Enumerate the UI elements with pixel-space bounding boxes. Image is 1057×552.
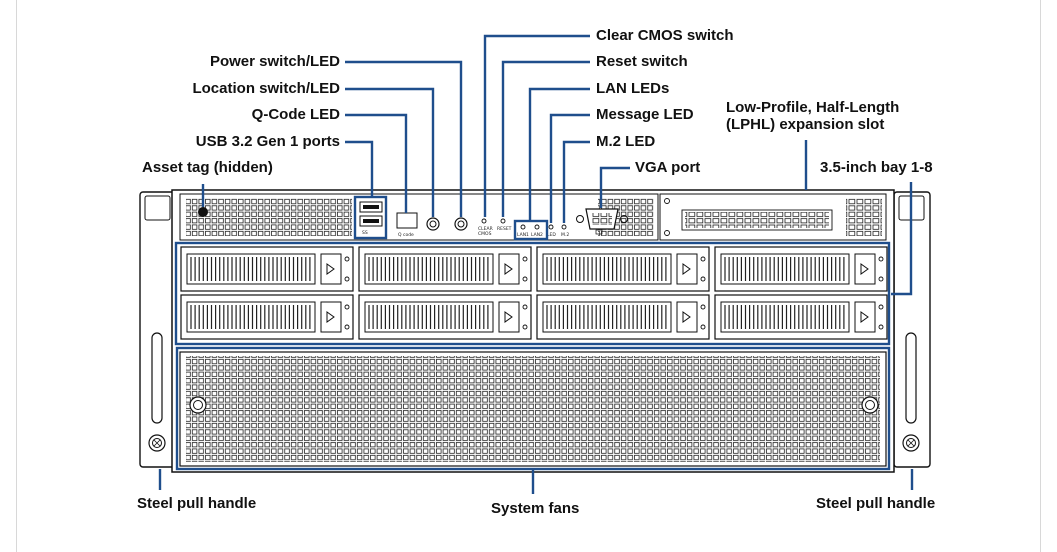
drive-latch-icon[interactable] [854, 301, 876, 333]
usb-port-icon[interactable]: SS [359, 201, 383, 236]
drive-bay[interactable] [714, 246, 888, 292]
message-led: LED [547, 224, 556, 238]
label-power-switch: Power switch/LED [209, 53, 340, 70]
lan-leds: LAN1 LAN2 [517, 224, 543, 238]
label-left-handle: Steel pull handle [137, 495, 257, 512]
label-asset-tag: Asset tag (hidden) [142, 159, 273, 176]
drive-bay[interactable] [180, 294, 354, 340]
drive-bay[interactable] [536, 246, 710, 292]
svg-text:RESET: RESET [497, 226, 512, 232]
vga-connector-icon[interactable] [576, 208, 628, 235]
drive-latch-icon[interactable] [498, 301, 520, 333]
svg-text:LAN1: LAN1 [517, 232, 529, 238]
drive-bay[interactable] [180, 246, 354, 292]
svg-text:CLEAR: CLEAR [478, 226, 493, 232]
label-right-handle: Steel pull handle [816, 495, 936, 512]
drive-latch-icon[interactable] [498, 253, 520, 285]
label-usb-ports: USB 3.2 Gen 1 ports [195, 133, 340, 150]
label-system-fans: System fans [491, 500, 580, 517]
drive-latch-icon[interactable] [676, 301, 698, 333]
drive-latch-icon[interactable] [320, 301, 342, 333]
m2-led: M.2 [561, 224, 569, 238]
drive-bay[interactable] [536, 294, 710, 340]
label-message-led: Message LED [596, 106, 694, 123]
location-button[interactable] [426, 217, 440, 231]
svg-text:LAN2: LAN2 [531, 232, 543, 238]
callout-lines [158, 34, 914, 494]
drive-bays [180, 246, 888, 340]
thumb-screw-icon[interactable] [861, 396, 879, 414]
svg-text:Q code: Q code [398, 232, 414, 238]
label-lphl-slot: Low-Profile, Half-Length (LPHL) expansio… [726, 99, 900, 134]
power-button[interactable] [454, 217, 468, 231]
lphl-expansion-slot[interactable] [664, 198, 833, 236]
left-pull-handle[interactable] [139, 191, 177, 468]
clear-cmos-switch[interactable]: CLEAR CMOS [478, 218, 493, 237]
svg-text:M.2: M.2 [561, 232, 569, 238]
label-location-switch: Location switch/LED [192, 80, 340, 97]
drive-bay[interactable] [358, 294, 532, 340]
page-edge-right [1040, 0, 1041, 552]
label-drive-bays: 3.5-inch bay 1-8 [820, 159, 933, 176]
label-lan-leds: LAN LEDs [596, 80, 670, 97]
drive-bay[interactable] [714, 294, 888, 340]
svg-text:CMOS: CMOS [478, 231, 492, 237]
reset-switch[interactable]: RESET [497, 218, 512, 232]
thumb-screw-icon[interactable] [189, 396, 207, 414]
drive-latch-icon[interactable] [854, 253, 876, 285]
label-m2-led: M.2 LED [596, 133, 656, 150]
drive-bay[interactable] [358, 246, 532, 292]
drive-latch-icon[interactable] [320, 253, 342, 285]
label-clear-cmos: Clear CMOS switch [596, 27, 734, 44]
label-qcode-led: Q-Code LED [251, 106, 340, 123]
label-reset-switch: Reset switch [596, 53, 688, 70]
system-fan-grille [179, 351, 887, 467]
drive-latch-icon[interactable] [676, 253, 698, 285]
asset-tag-icon [198, 207, 208, 217]
svg-text:LED: LED [547, 232, 556, 238]
page-edge-left [16, 0, 17, 552]
label-vga-port: VGA port [635, 159, 701, 176]
svg-text:SS: SS [362, 230, 368, 236]
